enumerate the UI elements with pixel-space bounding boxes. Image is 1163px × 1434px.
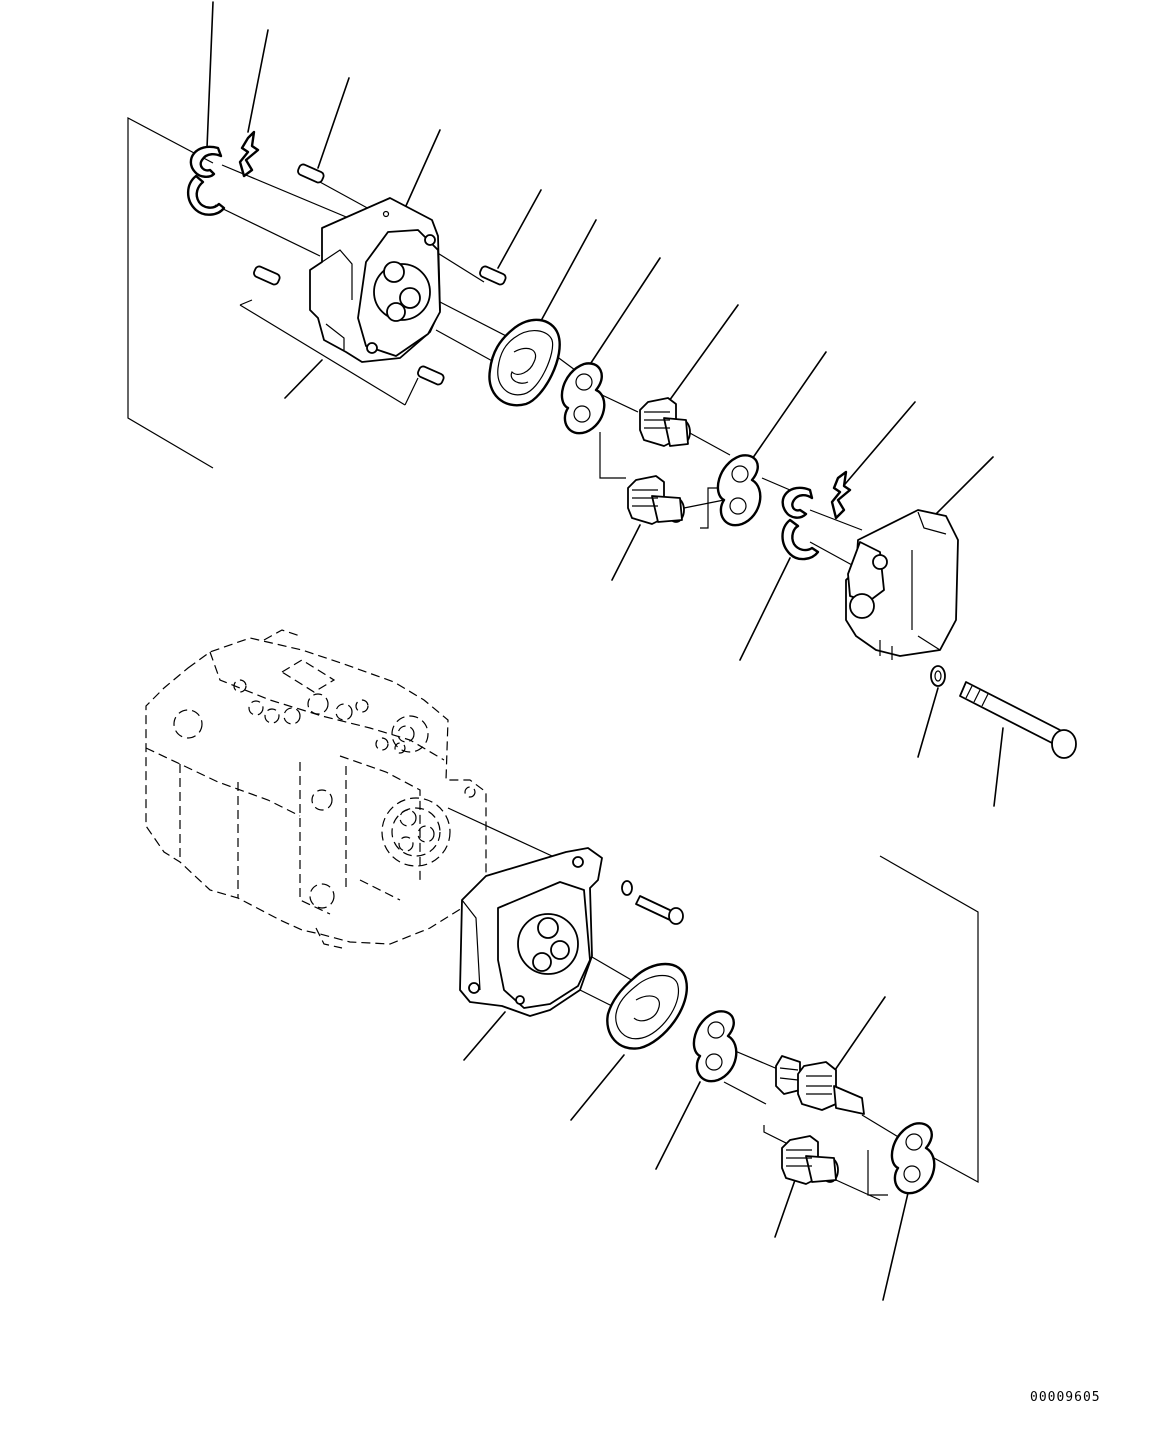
housing-icon — [846, 510, 958, 660]
housing-icon — [310, 198, 440, 362]
housing-icon — [460, 848, 602, 1016]
seal-icon — [607, 964, 687, 1049]
washer-icon — [622, 881, 632, 895]
washer-icon — [694, 1011, 736, 1081]
bolt-icon — [960, 682, 1076, 758]
phantom-pump-body — [146, 630, 486, 948]
bolt-icon — [636, 896, 683, 924]
assembly-bracket — [128, 118, 978, 1195]
seal-icon — [240, 132, 258, 176]
drawing-number: 00009605 — [1030, 1390, 1101, 1405]
washer-icon — [718, 455, 760, 525]
gear-icon — [776, 1056, 864, 1114]
gear-icon — [640, 398, 690, 446]
gear-icon — [628, 476, 684, 524]
washer-icon — [931, 666, 945, 686]
seal-icon — [832, 472, 850, 518]
seal-icon — [489, 320, 559, 405]
leader-lines — [207, 2, 1003, 1300]
snap-ring-icon — [783, 488, 819, 559]
washer-icon — [892, 1123, 934, 1193]
pin-icon — [253, 163, 507, 386]
gear-icon — [782, 1136, 838, 1184]
washer-icon — [562, 363, 604, 433]
snap-ring-icon — [188, 147, 224, 215]
